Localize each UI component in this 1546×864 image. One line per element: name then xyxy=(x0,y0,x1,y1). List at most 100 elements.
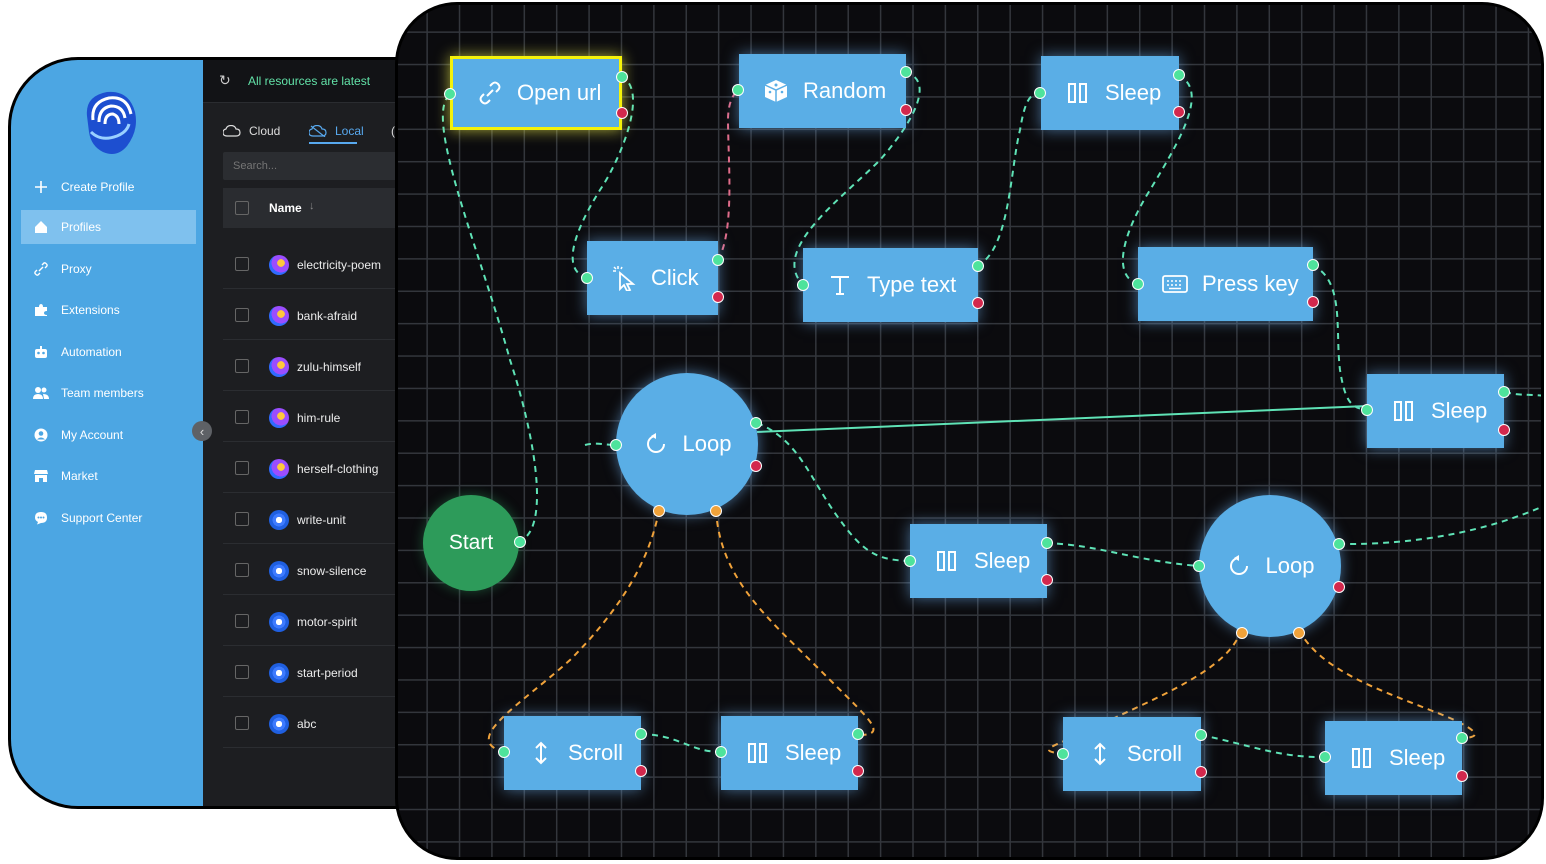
success-port[interactable] xyxy=(1333,538,1345,550)
refresh-icon[interactable]: ↻ xyxy=(219,72,231,88)
error-port[interactable] xyxy=(616,107,628,119)
node-scroll-1[interactable]: Scroll xyxy=(498,716,647,790)
node-random[interactable]: Random xyxy=(732,54,912,128)
row-checkbox[interactable] xyxy=(235,308,249,322)
sidebar-item-automation[interactable]: Automation xyxy=(21,335,196,369)
input-port[interactable] xyxy=(610,439,622,451)
table-row[interactable]: start-period xyxy=(223,646,433,697)
row-checkbox[interactable] xyxy=(235,512,249,526)
node-sleep-bottom-2[interactable]: Sleep xyxy=(1319,721,1468,795)
error-port[interactable] xyxy=(852,765,864,777)
success-port[interactable] xyxy=(1173,69,1185,81)
collapse-sidebar-button[interactable]: ‹ xyxy=(192,421,212,441)
output-port[interactable] xyxy=(514,536,526,548)
select-all-checkbox[interactable] xyxy=(235,201,249,215)
node-sleep-top[interactable]: Sleep xyxy=(1034,56,1185,130)
search-input[interactable] xyxy=(223,152,413,180)
profile-name[interactable]: write-unit xyxy=(297,513,346,527)
error-port[interactable] xyxy=(1195,766,1207,778)
node-press-key[interactable]: Press key xyxy=(1132,247,1319,321)
error-port[interactable] xyxy=(635,765,647,777)
error-port[interactable] xyxy=(900,104,912,116)
row-checkbox[interactable] xyxy=(235,410,249,424)
tab-cloud[interactable]: Cloud xyxy=(223,118,280,144)
node-sleep-mid[interactable]: Sleep xyxy=(904,524,1053,598)
success-port[interactable] xyxy=(900,66,912,78)
row-checkbox[interactable] xyxy=(235,359,249,373)
success-port[interactable] xyxy=(1307,259,1319,271)
sort-arrow-icon[interactable]: ↓ xyxy=(309,200,315,212)
loop-body-port[interactable] xyxy=(1236,627,1248,639)
input-port[interactable] xyxy=(1057,748,1069,760)
success-port[interactable] xyxy=(635,728,647,740)
row-checkbox[interactable] xyxy=(235,665,249,679)
node-type-text[interactable]: Type text xyxy=(797,248,984,322)
node-sleep-bottom-1[interactable]: Sleep xyxy=(715,716,864,790)
error-port[interactable] xyxy=(1333,581,1345,593)
row-checkbox[interactable] xyxy=(235,257,249,271)
input-port[interactable] xyxy=(797,279,809,291)
table-row[interactable]: write-unit xyxy=(223,493,433,544)
input-port[interactable] xyxy=(581,272,593,284)
success-port[interactable] xyxy=(1456,732,1468,744)
node-loop-2[interactable]: Loop xyxy=(1193,495,1345,639)
profile-name[interactable]: start-period xyxy=(297,666,358,680)
node-loop-1[interactable]: Loop xyxy=(610,373,762,517)
sidebar-item-team-members[interactable]: Team members xyxy=(21,376,196,410)
loop-body-port[interactable] xyxy=(710,505,722,517)
sidebar-item-support-center[interactable]: Support Center xyxy=(21,501,196,535)
error-port[interactable] xyxy=(972,297,984,309)
table-row[interactable]: electricity-poem xyxy=(223,238,433,289)
success-port[interactable] xyxy=(1195,729,1207,741)
input-port[interactable] xyxy=(1361,404,1373,416)
success-port[interactable] xyxy=(1498,386,1510,398)
profile-name[interactable]: zulu-himself xyxy=(297,360,362,374)
table-row[interactable]: snow-silence xyxy=(223,544,433,595)
table-row[interactable]: bank-afraid xyxy=(223,289,433,340)
input-port[interactable] xyxy=(444,88,456,100)
sidebar-item-extensions[interactable]: Extensions xyxy=(21,293,196,327)
sidebar-item-market[interactable]: Market xyxy=(21,459,196,493)
table-row[interactable]: zulu-himself xyxy=(223,340,433,391)
tab-local[interactable]: Local xyxy=(309,118,364,144)
profile-name[interactable]: abc xyxy=(297,717,317,731)
success-port[interactable] xyxy=(616,71,628,83)
error-port[interactable] xyxy=(1307,296,1319,308)
input-port[interactable] xyxy=(715,746,727,758)
profile-name[interactable]: herself-clothing xyxy=(297,462,379,476)
success-port[interactable] xyxy=(750,417,762,429)
input-port[interactable] xyxy=(1132,278,1144,290)
error-port[interactable] xyxy=(750,460,762,472)
row-checkbox[interactable] xyxy=(235,716,249,730)
input-port[interactable] xyxy=(904,555,916,567)
input-port[interactable] xyxy=(732,84,744,96)
profile-name[interactable]: snow-silence xyxy=(297,564,367,578)
sidebar-item-create-profile[interactable]: Create Profile xyxy=(21,170,196,204)
table-row[interactable]: him-rule xyxy=(223,391,433,442)
profile-name[interactable]: bank-afraid xyxy=(297,309,358,323)
error-port[interactable] xyxy=(1041,574,1053,586)
loop-body-port[interactable] xyxy=(653,505,665,517)
row-checkbox[interactable] xyxy=(235,614,249,628)
row-checkbox[interactable] xyxy=(235,461,249,475)
row-checkbox[interactable] xyxy=(235,563,249,577)
error-port[interactable] xyxy=(1456,770,1468,782)
node-sleep-right[interactable]: Sleep xyxy=(1361,374,1510,448)
profile-name[interactable]: him-rule xyxy=(297,411,341,425)
input-port[interactable] xyxy=(1193,560,1205,572)
input-port[interactable] xyxy=(498,746,510,758)
success-port[interactable] xyxy=(1041,537,1053,549)
sidebar-item-my-account[interactable]: My Account xyxy=(21,418,196,452)
success-port[interactable] xyxy=(972,260,984,272)
error-port[interactable] xyxy=(1173,106,1185,118)
profile-name[interactable]: electricity-poem xyxy=(297,258,382,272)
profile-name[interactable]: motor-spirit xyxy=(297,615,358,629)
node-click[interactable]: Click xyxy=(581,241,724,315)
table-row[interactable]: motor-spirit xyxy=(223,595,433,646)
table-row[interactable]: abc xyxy=(223,697,433,748)
success-port[interactable] xyxy=(712,254,724,266)
error-port[interactable] xyxy=(712,291,724,303)
error-port[interactable] xyxy=(1498,424,1510,436)
start-node[interactable]: Start xyxy=(423,495,526,591)
tab-more[interactable]: ( xyxy=(391,118,395,144)
